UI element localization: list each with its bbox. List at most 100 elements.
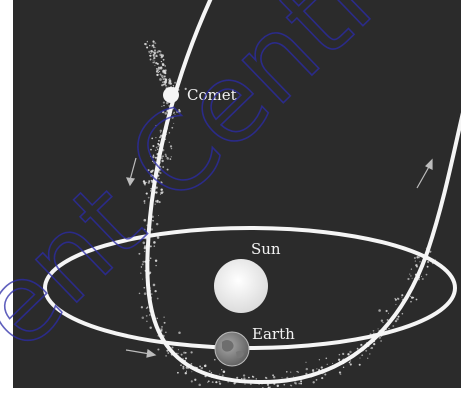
debris-particle (154, 289, 157, 293)
comet-tail-particle (163, 71, 166, 74)
debris-particle (392, 325, 395, 327)
debris-particle (171, 116, 174, 119)
comet-tail-particle (156, 62, 159, 65)
comet-tail-particle (152, 51, 154, 53)
debris-particle (215, 381, 218, 384)
debris-particle (349, 363, 352, 366)
debris-particle (410, 275, 412, 277)
comet-tail-particle (146, 46, 149, 49)
debris-particle (143, 218, 147, 222)
debris-particle (367, 357, 369, 359)
debris-particle (370, 346, 374, 350)
debris-particle (236, 376, 239, 379)
comet-tail-particle (164, 82, 167, 86)
debris-particle (158, 201, 161, 204)
debris-particle (373, 342, 376, 346)
debris-particle (205, 364, 207, 366)
debris-particle (286, 371, 288, 373)
debris-particle (182, 367, 185, 370)
debris-particle (298, 382, 301, 385)
debris-particle (425, 273, 428, 276)
debris-particle (141, 316, 145, 320)
comet-tail-particle (152, 40, 155, 42)
debris-particle (150, 174, 153, 177)
debris-particle (372, 329, 375, 332)
debris-particle (289, 384, 291, 386)
earth-label: Earth (252, 325, 295, 343)
debris-particle (185, 370, 188, 372)
debris-particle (243, 377, 246, 380)
comet-tail-particle (152, 44, 155, 47)
debris-particle (387, 312, 390, 314)
comet-tail-particle (156, 51, 159, 54)
debris-particle (349, 350, 352, 354)
debris-particle (161, 325, 163, 328)
debris-particle (221, 369, 223, 371)
comet-tail-particle (161, 54, 164, 57)
debris-particle (258, 383, 260, 386)
debris-particle (361, 354, 364, 357)
debris-particle (165, 155, 167, 157)
debris-particle (183, 351, 186, 354)
debris-particle (210, 372, 213, 374)
debris-particle (150, 190, 152, 192)
debris-particle (325, 357, 328, 360)
debris-particle (269, 386, 271, 388)
debris-particle (295, 383, 297, 385)
debris-particle (149, 314, 151, 316)
debris-particle (380, 340, 383, 342)
debris-particle (145, 181, 147, 184)
debris-particle (147, 169, 150, 172)
comet-tail-particle (152, 54, 155, 57)
debris-particle (394, 298, 397, 301)
debris-particle (264, 376, 267, 379)
debris-particle (151, 293, 153, 295)
debris-particle (190, 351, 193, 354)
debris-particle (426, 265, 429, 268)
debris-particle (155, 136, 157, 139)
debris-particle (356, 347, 359, 350)
sun-icon (214, 259, 268, 313)
debris-particle (143, 202, 146, 204)
debris-particle (326, 363, 328, 365)
debris-particle (155, 146, 158, 149)
debris-particle (165, 331, 167, 334)
debris-particle (143, 245, 147, 248)
comet-tail-particle (168, 83, 170, 85)
debris-particle (143, 200, 146, 202)
debris-particle (419, 261, 421, 263)
debris-particle (142, 180, 146, 183)
debris-particle (293, 376, 295, 378)
debris-particle (160, 181, 163, 184)
comet-tail-particle (162, 58, 165, 61)
debris-particle (168, 132, 171, 134)
comet-tail-particle (151, 46, 153, 48)
comet-tail-particle (157, 72, 160, 74)
debris-particle (420, 275, 423, 277)
debris-particle (177, 349, 179, 351)
comet-tail-particle (162, 81, 164, 84)
debris-particle (153, 145, 155, 147)
debris-particle (184, 357, 188, 360)
debris-particle (369, 353, 371, 355)
debris-particle (168, 105, 170, 107)
debris-particle (411, 277, 413, 279)
debris-particle (145, 192, 148, 195)
comet-tail-particle (165, 84, 167, 87)
comet-tail-particle (148, 50, 150, 53)
debris-particle (176, 111, 179, 113)
comet-tail-particle (153, 43, 155, 45)
debris-particle (143, 292, 147, 295)
comet-tail-particle (163, 80, 167, 84)
debris-particle (324, 373, 327, 376)
arrow-down-icon (126, 157, 137, 187)
arrow-right-icon (125, 348, 157, 358)
debris-particle (155, 124, 157, 127)
comet-tail-particle (159, 78, 162, 81)
debris-particle (276, 384, 280, 388)
debris-particle (338, 353, 341, 356)
debris-particle (140, 272, 142, 274)
comet-tail-particle (149, 44, 151, 47)
debris-particle (409, 273, 411, 275)
debris-particle (222, 370, 226, 373)
